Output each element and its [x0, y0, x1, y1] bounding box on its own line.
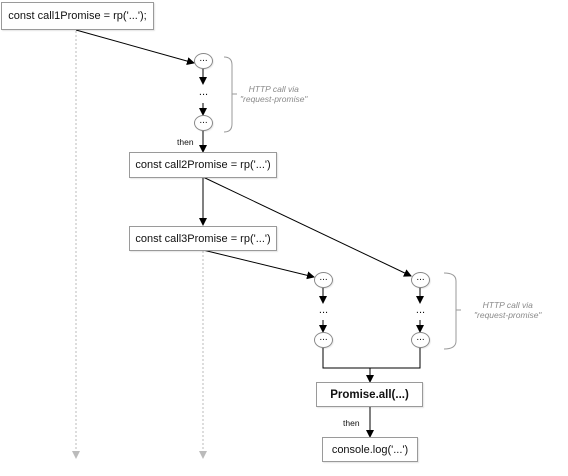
promise-all-box: Promise.all(...) [316, 382, 423, 407]
call3-box: const call3Promise = rp('...') [129, 226, 277, 251]
node-3a: ... [411, 272, 430, 288]
call3-text: const call3Promise = rp('...') [135, 232, 271, 245]
console-log-text: console.log('...') [331, 443, 409, 456]
bracket-http-1 [223, 56, 233, 133]
call2-box: const call2Promise = rp('...') [129, 152, 277, 178]
bracket-http-2 [443, 272, 457, 350]
node-1b: ... [194, 115, 213, 131]
http-note-2-line2: "request-promise" [474, 310, 542, 320]
http-note-2: HTTP call via "request-promise" [474, 300, 541, 320]
then-label-2: then [343, 418, 360, 428]
gap-3: ... [415, 304, 426, 316]
console-log-box: console.log('...') [322, 437, 418, 462]
http-note-1-line1: HTTP call via [248, 84, 299, 94]
then-label-1: then [177, 137, 194, 147]
call2-text: const call2Promise = rp('...') [135, 159, 271, 171]
http-note-2-line1: HTTP call via [482, 300, 533, 310]
promise-all-text: Promise.all(...) [330, 388, 409, 401]
gap-2: ... [318, 304, 329, 316]
arrow-call3-to-node2 [202, 249, 315, 280]
arrow-call2-to-node3 [202, 176, 412, 277]
http-note-1-line2: "request-promise" [240, 94, 308, 104]
node-3b: ... [411, 332, 430, 348]
call1-box: const call1Promise = rp('...'); [1, 2, 154, 30]
node-1a: ... [194, 53, 213, 69]
node-2b: ... [314, 332, 333, 348]
http-note-1: HTTP call via "request-promise" [240, 84, 307, 104]
join-line [322, 348, 421, 369]
arrow-call1-to-node [75, 29, 195, 65]
gap-1: ... [198, 86, 209, 98]
call1-text: const call1Promise = rp('...'); [8, 10, 147, 22]
node-2a: ... [314, 272, 333, 288]
